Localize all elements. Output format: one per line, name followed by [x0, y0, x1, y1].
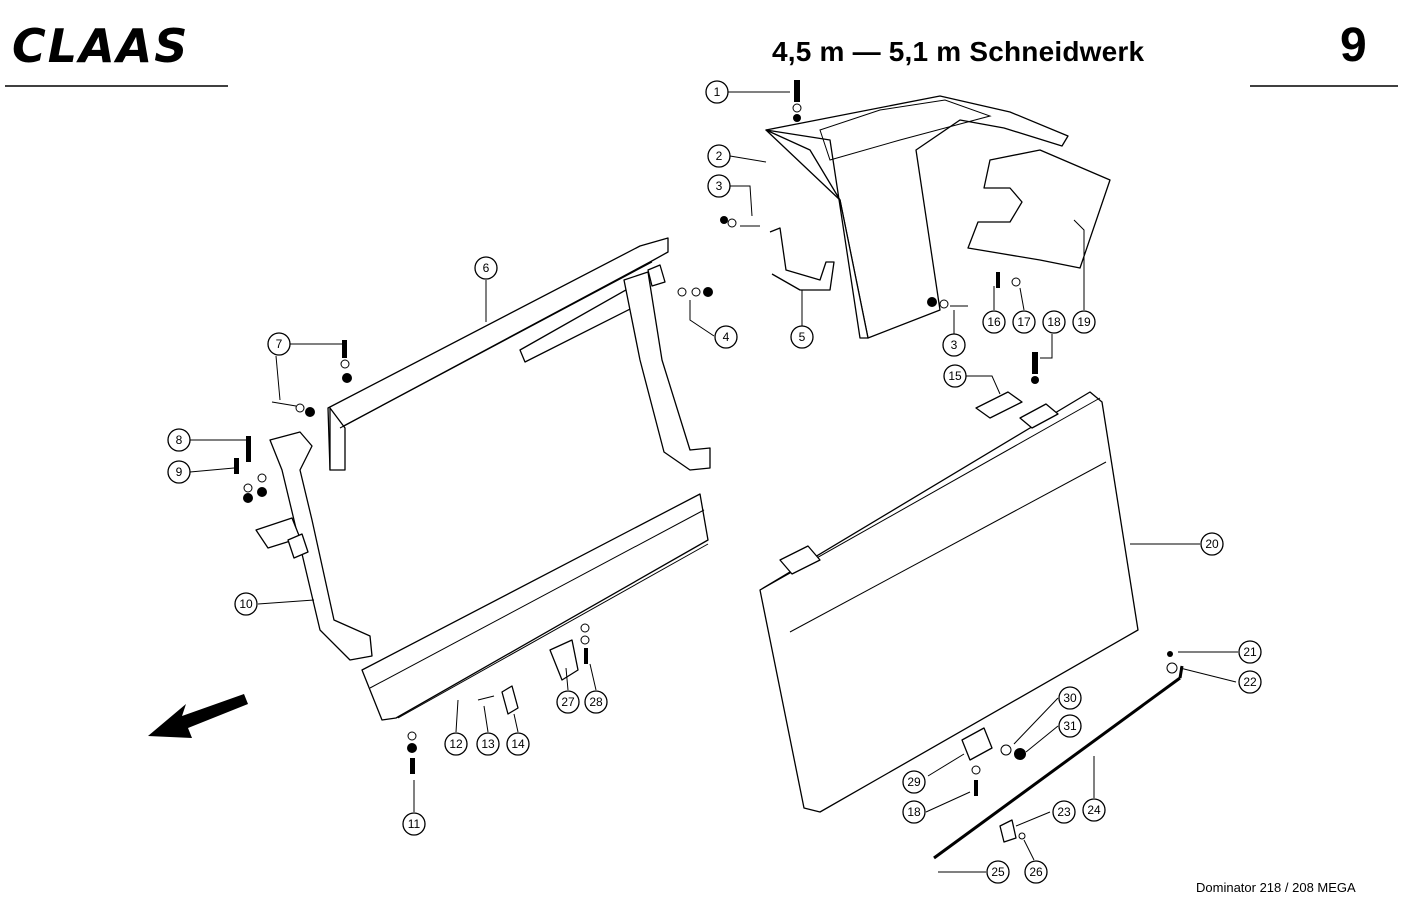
svg-text:15: 15	[948, 369, 962, 383]
svg-text:19: 19	[1077, 315, 1091, 329]
claas-logo: CLAAS	[12, 20, 189, 70]
svg-text:16: 16	[987, 315, 1001, 329]
callout-15: 15	[943, 364, 967, 388]
svg-text:17: 17	[1017, 315, 1031, 329]
fasteners	[234, 80, 1178, 873]
callout-14: 14	[506, 732, 530, 756]
callout-1: 1	[705, 80, 729, 104]
svg-text:4: 4	[723, 330, 730, 344]
page-number: 9	[1340, 19, 1367, 72]
svg-text:7: 7	[276, 337, 283, 351]
callout-6: 6	[474, 256, 498, 280]
part-27-bracket	[549, 639, 579, 681]
svg-text:14: 14	[511, 737, 525, 751]
callout-10: 10	[234, 592, 258, 616]
svg-text:18: 18	[907, 805, 921, 819]
part-20-large-panel	[759, 391, 1139, 813]
svg-text:5: 5	[799, 330, 806, 344]
callout-24: 24	[1082, 798, 1106, 822]
svg-text:9: 9	[176, 465, 183, 479]
callout-5: 5	[790, 325, 814, 349]
svg-text:22: 22	[1243, 675, 1257, 689]
svg-text:27: 27	[561, 695, 575, 709]
callout-4: 4	[714, 325, 738, 349]
callout-3b: 3	[942, 333, 966, 357]
svg-text:3: 3	[716, 179, 723, 193]
callout-12: 12	[444, 732, 468, 756]
part-5-bracket	[769, 227, 835, 291]
svg-text:12: 12	[449, 737, 463, 751]
callout-27: 27	[556, 690, 580, 714]
svg-text:29: 29	[907, 775, 921, 789]
callout-9: 9	[167, 460, 191, 484]
part-2-upper-cover	[765, 95, 1069, 339]
leader-lines	[189, 91, 1238, 873]
callout-18a: 18	[1042, 310, 1066, 334]
callout-8: 8	[167, 428, 191, 452]
svg-text:2: 2	[716, 149, 723, 163]
svg-text:10: 10	[239, 597, 253, 611]
callout-22: 22	[1238, 670, 1262, 694]
claas-logo-text: CLAAS	[12, 20, 189, 70]
svg-text:23: 23	[1057, 805, 1071, 819]
callout-30: 30	[1058, 686, 1082, 710]
svg-text:30: 30	[1063, 691, 1077, 705]
part-15-hinge	[975, 391, 1023, 419]
callout-17: 17	[1012, 310, 1036, 334]
part-6-upper-beam	[327, 237, 669, 471]
callout-3a: 3	[707, 174, 731, 198]
svg-text:31: 31	[1063, 719, 1077, 733]
svg-text:20: 20	[1205, 537, 1219, 551]
page-title: 4,5 m — 5,1 m Schneidwerk	[772, 36, 1145, 67]
callout-11: 11	[402, 812, 426, 836]
callout-13: 13	[476, 732, 500, 756]
svg-text:21: 21	[1243, 645, 1257, 659]
callout-21: 21	[1238, 640, 1262, 664]
svg-text:26: 26	[1029, 865, 1043, 879]
svg-text:24: 24	[1087, 803, 1101, 817]
part-10-left-arm	[255, 431, 373, 661]
callout-28: 28	[584, 690, 608, 714]
callout-18b: 18	[902, 800, 926, 824]
callout-2: 2	[707, 144, 731, 168]
part-23-clip	[999, 819, 1017, 843]
svg-text:28: 28	[589, 695, 603, 709]
svg-text:11: 11	[408, 817, 421, 831]
callout-23: 23	[1052, 800, 1076, 824]
svg-text:8: 8	[176, 433, 183, 447]
callout-29: 29	[902, 770, 926, 794]
svg-text:18: 18	[1047, 315, 1061, 329]
callout-19: 19	[1072, 310, 1096, 334]
callout-20: 20	[1200, 532, 1224, 556]
part-14-clip	[501, 685, 519, 715]
callout-26: 26	[1024, 860, 1048, 884]
svg-text:25: 25	[991, 865, 1005, 879]
svg-text:6: 6	[483, 261, 490, 275]
part-12-angle-trough	[361, 493, 709, 721]
svg-text:13: 13	[481, 737, 495, 751]
callout-7: 7	[267, 332, 291, 356]
part-29-bracket	[961, 727, 993, 761]
footer-model: Dominator 218 / 208 MEGA	[1196, 880, 1356, 895]
part-6-right-leg	[623, 264, 711, 471]
svg-text:3: 3	[951, 338, 958, 352]
direction-arrow-icon	[148, 694, 248, 738]
callout-25: 25	[986, 860, 1010, 884]
part-19-plate	[967, 149, 1111, 269]
svg-text:1: 1	[714, 85, 721, 99]
callout-31: 31	[1058, 714, 1082, 738]
callout-16: 16	[982, 310, 1006, 334]
